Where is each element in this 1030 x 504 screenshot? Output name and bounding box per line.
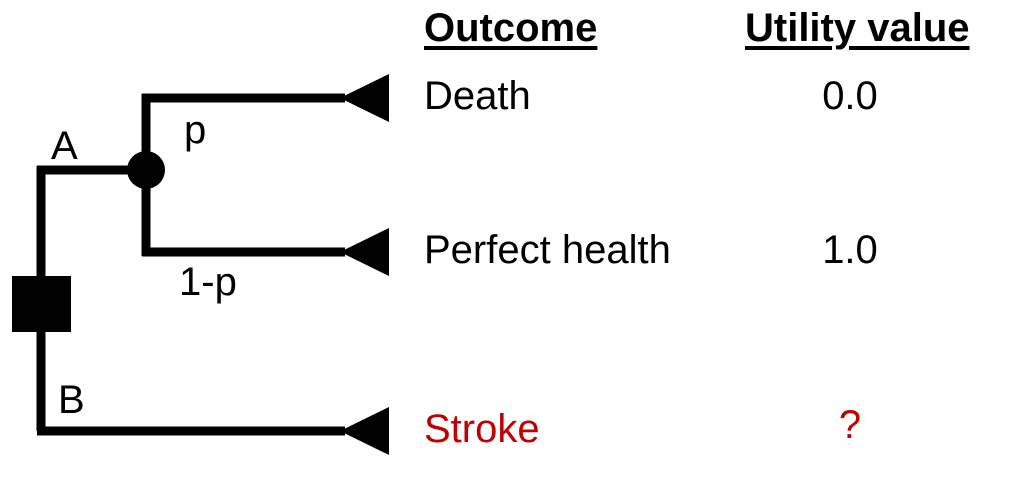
outcome-label-perfect-health: Perfect health — [424, 228, 671, 272]
terminal-arrow-death — [340, 74, 389, 122]
decision-node-square — [12, 276, 71, 332]
terminal-arrow-stroke — [340, 407, 389, 455]
column-header-utility: Utility value — [745, 6, 970, 50]
utility-value-stroke: ? — [838, 403, 862, 447]
probability-label-1-minus-p: 1-p — [179, 260, 237, 304]
column-header-outcome: Outcome — [424, 6, 598, 50]
branch-label-a: A — [51, 124, 78, 168]
utility-value-death: 0.0 — [822, 74, 878, 118]
utility-value-perfect-health: 1.0 — [822, 228, 878, 272]
chance-node-circle — [127, 151, 165, 189]
outcome-label-stroke: Stroke — [424, 407, 540, 451]
branch-label-b: B — [58, 378, 85, 422]
outcome-label-death: Death — [424, 74, 531, 118]
terminal-arrow-perfect-health — [340, 228, 389, 276]
probability-label-p: p — [184, 108, 207, 152]
